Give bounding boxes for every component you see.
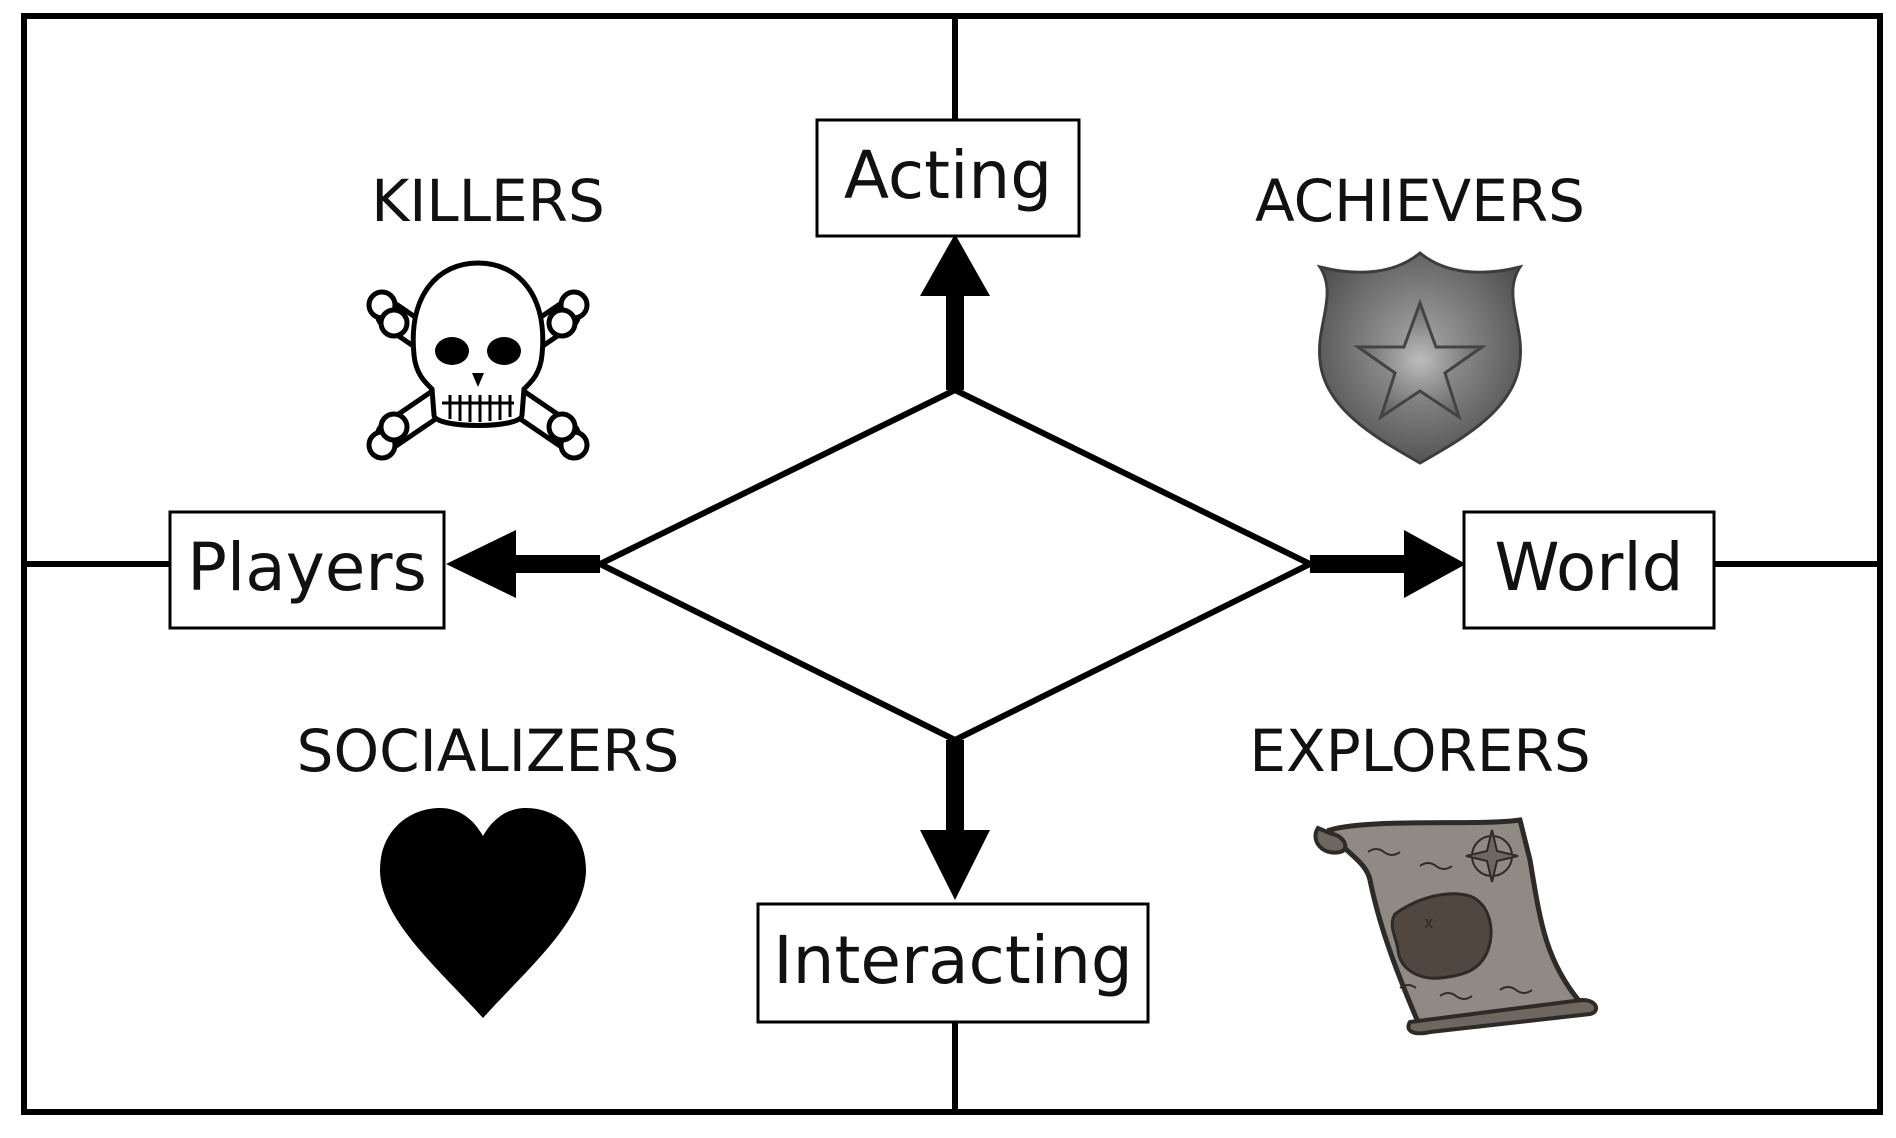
axis-box-world: World	[1462, 510, 1716, 630]
axis-label-world: World	[1494, 529, 1683, 606]
skull-crossbones-icon	[366, 260, 590, 461]
axis-label-interacting: Interacting	[773, 922, 1133, 999]
arrow-down	[920, 740, 990, 900]
axis-label-players: Players	[187, 529, 427, 606]
axis-box-interacting: Interacting	[756, 902, 1150, 1024]
quadrant-label-explorers: EXPLORERS	[1249, 717, 1590, 785]
axis-box-acting: Acting	[815, 118, 1081, 238]
axis-label-acting: Acting	[844, 137, 1052, 214]
arrow-up	[920, 234, 990, 390]
quadrant-label-achievers: ACHIEVERS	[1255, 167, 1585, 235]
axis-box-players: Players	[168, 510, 446, 630]
heart-icon	[380, 808, 586, 1018]
arrow-left	[446, 530, 600, 598]
badge-shield-icon	[1316, 251, 1524, 465]
center-diamond	[593, 386, 1317, 744]
arrow-right	[1310, 530, 1466, 598]
treasure-map-icon: x	[1313, 817, 1599, 1036]
svg-text:x: x	[1424, 913, 1433, 932]
quadrant-label-socializers: SOCIALIZERS	[297, 717, 680, 785]
quadrant-label-killers: KILLERS	[371, 167, 605, 235]
compass-rose-icon	[1465, 829, 1519, 883]
